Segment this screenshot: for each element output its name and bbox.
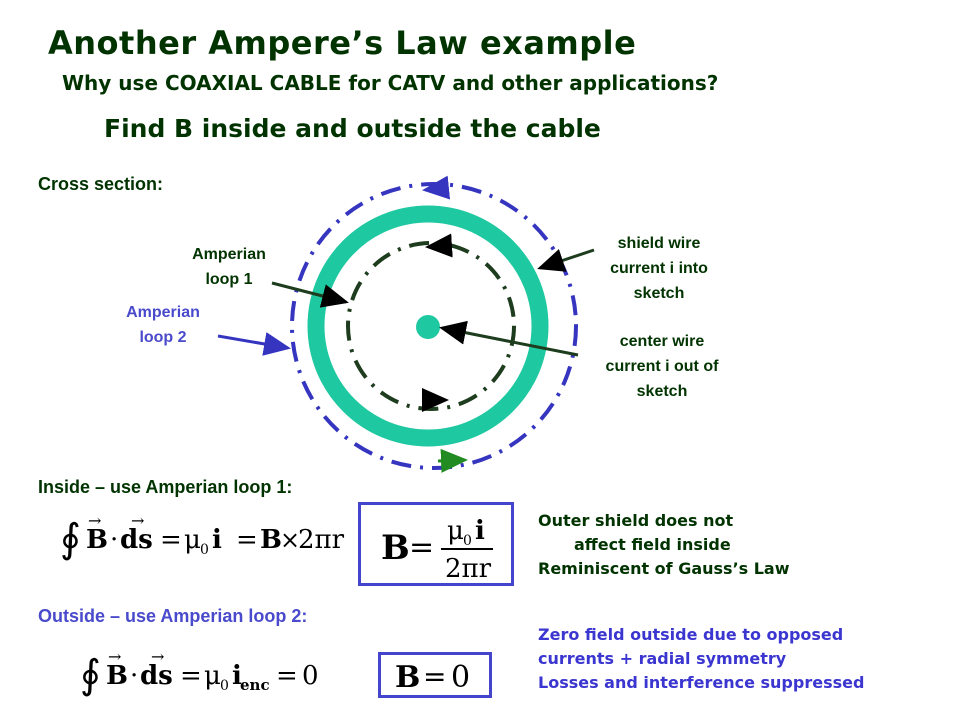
svg-text:=: = (409, 530, 434, 565)
loop-2-arrow (422, 175, 451, 200)
inside-result-box: B = μ 0 i 2πr (358, 502, 514, 586)
svg-text:=: = (236, 525, 258, 555)
outside-notes: Zero field outside due to opposed curren… (538, 623, 864, 695)
center-wire-label-line: sketch (636, 383, 688, 400)
svg-text:B: B (260, 525, 282, 555)
outside-note-line: Losses and interference suppressed (538, 673, 865, 692)
center-pointer (439, 320, 579, 357)
svg-text:2πr: 2πr (298, 525, 345, 555)
outside-equation: ∮ B → · ds → = μ 0 i enc = 0 (80, 648, 319, 698)
svg-text:=: = (180, 661, 202, 691)
loop-1-pointer (271, 281, 349, 308)
amperian-loop-1-label-line: Amperian (192, 246, 266, 263)
svg-text:B: B (395, 660, 420, 695)
svg-text:=: = (276, 661, 298, 691)
amperian-loop-1-label: Amperian loop 1 (174, 242, 284, 292)
svg-text:B: B (86, 525, 108, 555)
svg-text:∮: ∮ (80, 652, 101, 698)
page-subtitle: Why use COAXIAL CABLE for CATV and other… (62, 71, 719, 95)
loop-2-pointer (217, 332, 291, 356)
svg-text:ds: ds (120, 525, 153, 555)
shield-wire-label-line: current i into (610, 260, 708, 277)
svg-text:·: · (130, 661, 138, 691)
center-wire (416, 315, 440, 339)
loop-1-arrow-top (425, 233, 453, 258)
shield-wire-label: shield wire current i into sketch (580, 231, 738, 306)
shield-wire-label-line: sketch (633, 285, 685, 302)
svg-text:0: 0 (463, 533, 472, 549)
svg-text:μ: μ (204, 661, 221, 691)
outside-note-line: Zero field outside due to opposed (538, 625, 844, 644)
amperian-loop-2-label: Amperian loop 2 (108, 300, 218, 350)
svg-text:μ: μ (184, 525, 201, 555)
svg-text:0: 0 (220, 678, 229, 694)
cross-section-heading: Cross section: (38, 174, 164, 194)
outside-note-line: currents + radial symmetry (538, 649, 787, 668)
svg-text:=: = (160, 525, 182, 555)
svg-text:0: 0 (302, 661, 319, 691)
svg-text:0: 0 (451, 660, 470, 695)
shield-ring (307, 205, 549, 447)
svg-text:μ: μ (447, 516, 464, 546)
inside-notes: Outer shield does not affect field insid… (538, 509, 790, 581)
svg-text:×: × (280, 526, 300, 554)
inside-result-formula: B = μ 0 i 2πr (381, 516, 493, 584)
svg-text:B: B (106, 661, 128, 691)
svg-text:ds: ds (140, 661, 173, 691)
amperian-loop-2-label-line: loop 2 (139, 329, 187, 346)
outside-heading: Outside – use Amperian loop 2: (38, 606, 308, 626)
center-wire-label-line: center wire (619, 333, 705, 350)
svg-text:0: 0 (200, 542, 209, 558)
inside-equation: ∮ B → · ds → = μ 0 i = B × 2πr (60, 512, 345, 562)
svg-text:i: i (212, 525, 222, 555)
amperian-loop-1-label-line: loop 1 (205, 271, 253, 288)
amperian-loop-2-label-line: Amperian (126, 304, 200, 321)
svg-text:→: → (88, 512, 101, 530)
svg-text:=: = (423, 660, 446, 693)
inside-note-line: Outer shield does not (538, 511, 734, 530)
svg-text:∮: ∮ (60, 516, 81, 562)
svg-text:→: → (151, 648, 164, 666)
center-wire-label-line: current i out of (605, 358, 719, 375)
svg-text:2πr: 2πr (445, 554, 492, 583)
center-wire-label: center wire current i out of sketch (578, 329, 746, 404)
inside-note-line: Reminiscent of Gauss’s Law (538, 559, 790, 578)
inside-heading: Inside – use Amperian loop 1: (38, 477, 293, 497)
shield-wire-label-line: shield wire (617, 235, 701, 252)
svg-text:i: i (475, 516, 485, 546)
shield-current-arrow (437, 448, 468, 473)
outside-result-formula: B = 0 (395, 660, 470, 695)
svg-text:·: · (110, 525, 118, 555)
svg-text:i: i (232, 661, 242, 691)
svg-text:B: B (381, 528, 410, 568)
page-title: Another Ampere’s Law example (48, 24, 637, 62)
svg-text:enc: enc (240, 676, 270, 694)
task-heading: Find B inside and outside the cable (104, 114, 601, 143)
outside-result-box: B = 0 (378, 652, 492, 698)
svg-text:→: → (131, 512, 144, 530)
shield-pointer (537, 248, 595, 272)
inside-note-line: affect field inside (574, 535, 731, 554)
svg-text:→: → (108, 648, 121, 666)
